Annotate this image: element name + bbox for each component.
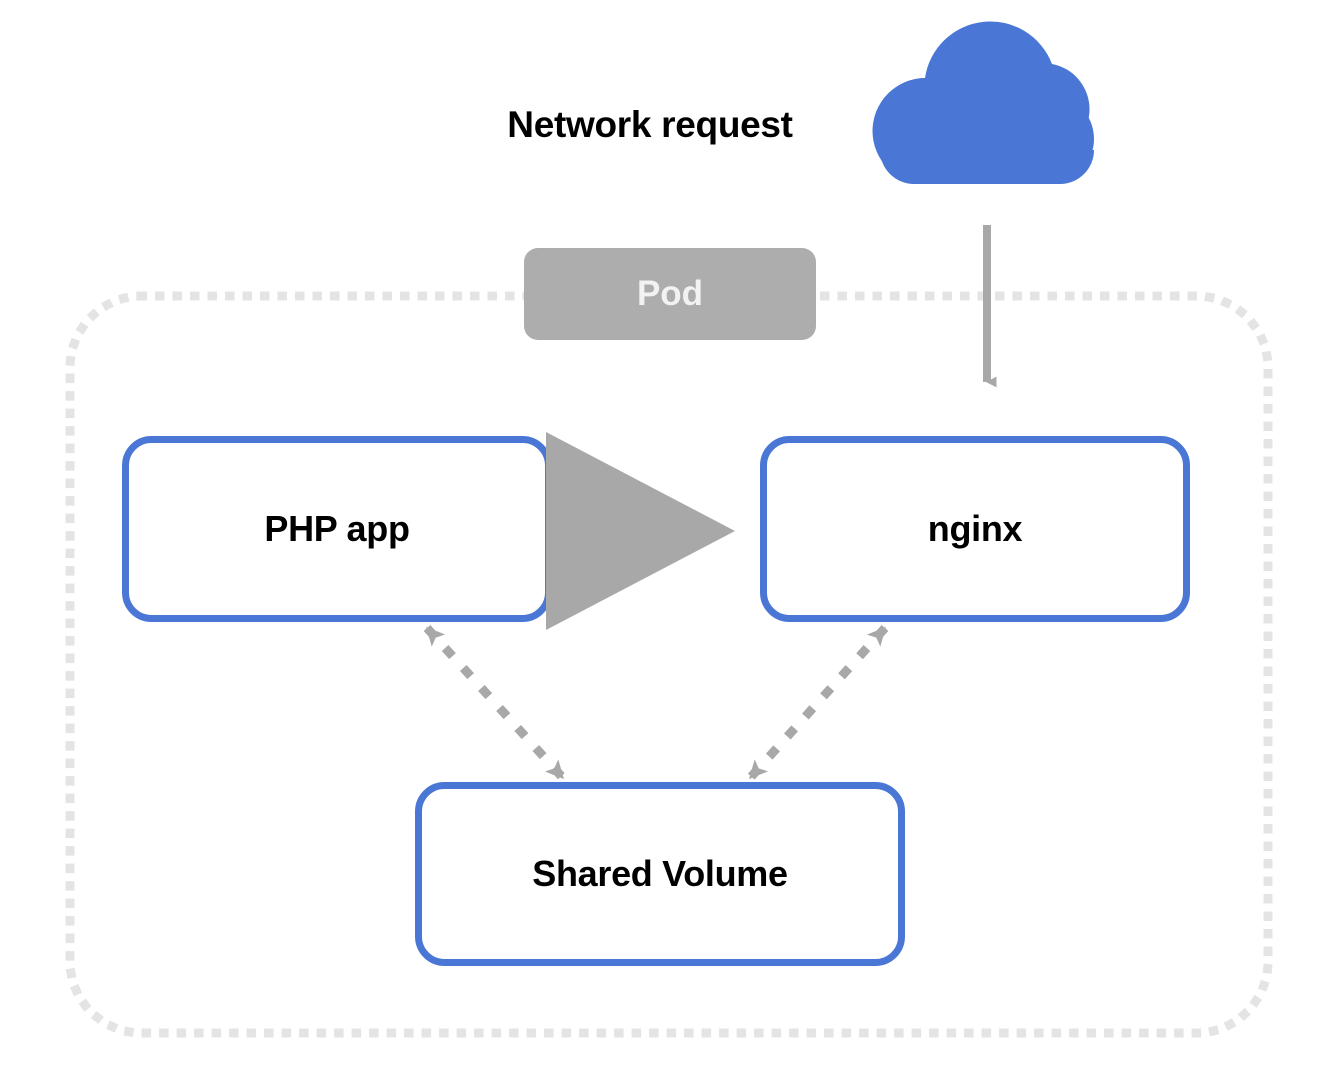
- edge-nginx-to-shared-volume: [746, 624, 889, 782]
- pod-label: Pod: [636, 274, 704, 313]
- network-request-label: Network request: [507, 104, 793, 145]
- pod-label-chip: [524, 248, 816, 340]
- nginx-box[interactable]: [760, 436, 1190, 622]
- shared-volume-label: Shared Volume: [532, 853, 788, 894]
- php-app-label: PHP app: [264, 508, 410, 549]
- cloud-icon: [872, 21, 1094, 185]
- edge-php-app-to-shared-volume: [423, 624, 567, 782]
- nginx-label: nginx: [927, 508, 1023, 549]
- shared-volume-box[interactable]: [415, 782, 905, 966]
